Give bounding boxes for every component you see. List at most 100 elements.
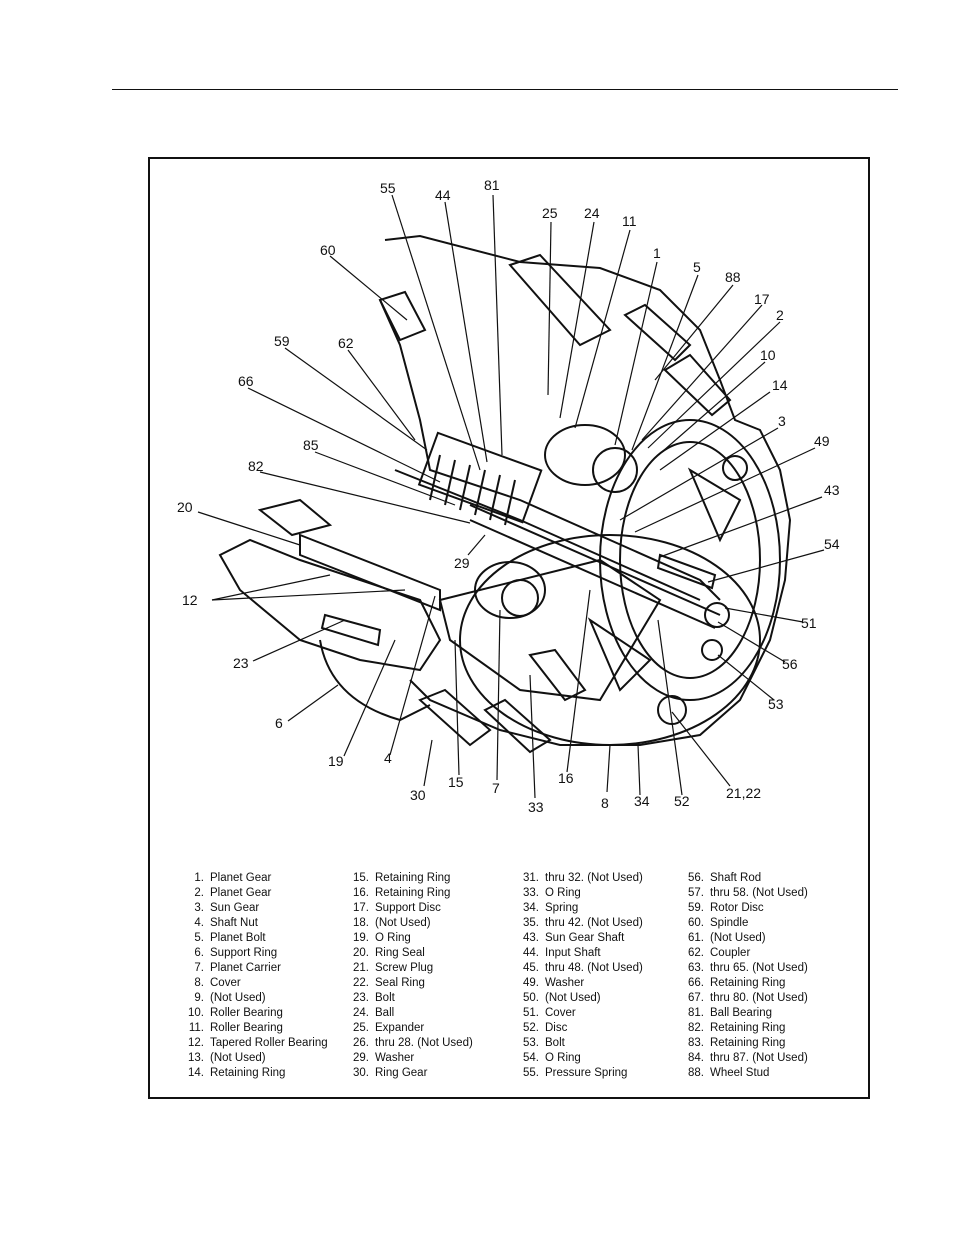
wheel-stud	[508, 253, 612, 347]
legend-entry: 9.(Not Used)	[180, 991, 328, 1006]
wheel-stud	[418, 688, 492, 747]
leader-88	[654, 284, 734, 381]
callout-33: 33	[528, 799, 544, 815]
legend-entry: 34.Spring	[515, 901, 643, 916]
legend-entry-number: 23.	[353, 992, 369, 1004]
callout-62: 62	[338, 335, 354, 351]
leader-19	[343, 639, 396, 757]
legend-entry-number: 53.	[523, 1037, 539, 1049]
legend-entry-name: Washer	[375, 1052, 415, 1064]
legend-entry-name: Wheel Stud	[710, 1067, 770, 1079]
leader-56	[717, 621, 786, 663]
legend-entry-number: 81.	[688, 1007, 704, 1019]
legend-entry: 23.Bolt	[345, 991, 473, 1006]
legend-entry-number: 83.	[688, 1037, 704, 1049]
legend-entry: 30.Ring Gear	[345, 1066, 473, 1081]
legend-entry-name: thru 32. (Not Used)	[545, 872, 643, 884]
legend-entry-number: 25.	[353, 1022, 369, 1034]
leader-49	[634, 447, 816, 533]
legend-entry-number: 2.	[194, 887, 204, 899]
legend-entry-name: Spindle	[710, 917, 749, 929]
legend-entry-name: Screw Plug	[375, 962, 434, 974]
legend-entry-number: 26.	[353, 1037, 369, 1049]
legend-entry-name: Bolt	[545, 1037, 565, 1049]
spring-coil	[459, 464, 471, 511]
legend-entry-number: 31.	[523, 872, 539, 884]
spring-coil	[429, 454, 441, 501]
legend-entry-name: O Ring	[545, 887, 581, 899]
leader-30	[423, 739, 433, 787]
leader-52	[657, 619, 683, 796]
leader-25	[547, 221, 552, 396]
leader-16	[566, 589, 591, 773]
shaft-rod-end	[704, 602, 730, 628]
figure-frame	[148, 157, 870, 1099]
legend-entry-number: 24.	[353, 1007, 369, 1019]
legend-entry-number: 44.	[523, 947, 539, 959]
legend-entry: 53. Bolt	[515, 1036, 643, 1051]
callout-81: 81	[484, 177, 500, 193]
legend-entry-number: 1.	[194, 872, 204, 884]
leader-51	[724, 607, 804, 623]
callout-55: 55	[380, 180, 396, 196]
leader-43	[659, 496, 823, 558]
wheel-stud	[663, 353, 732, 417]
callout-25: 25	[542, 205, 558, 221]
legend-entry-name: Ring Gear	[375, 1067, 428, 1079]
spindle-body	[379, 299, 721, 601]
callout-34: 34	[634, 793, 650, 809]
legend-entry-name: thru 65. (Not Used)	[710, 962, 808, 974]
legend-entry: 10.Roller Bearing	[180, 1006, 328, 1021]
leader-11	[574, 229, 631, 429]
leader-12b	[211, 589, 406, 601]
legend-entry-name: Washer	[545, 977, 585, 989]
callout-labels: 55 44 81 25 24 11 1 5 88 17 2 10 14 3 49…	[177, 177, 840, 815]
legend-entry: 11.Roller Bearing	[180, 1021, 328, 1036]
legend-entry: 4.Shaft Nut	[180, 916, 328, 931]
leader-59	[284, 347, 428, 451]
cover-bolt-head	[722, 455, 748, 481]
legend-entry-name: (Not Used)	[710, 932, 766, 944]
legend-entry-name: Retaining Ring	[710, 1037, 786, 1049]
legend-entry-number: 66.	[688, 977, 704, 989]
callout-59: 59	[274, 333, 290, 349]
legend-entry-number: 62.	[688, 947, 704, 959]
legend-entry-name: Planet Gear	[210, 887, 272, 899]
legend-entry: 15.Retaining Ring	[345, 871, 473, 886]
legend-entry-name: (Not Used)	[375, 917, 431, 929]
legend-entry: 54.O Ring	[515, 1051, 643, 1066]
callout-5: 5	[693, 259, 701, 275]
leader-5	[631, 274, 699, 451]
legend-entry-number: 33.	[523, 887, 539, 899]
legend-entry: 20.Ring Seal	[345, 946, 473, 961]
legend-entry: 1.Planet Gear	[180, 871, 328, 886]
legend-entry-number: 50.	[523, 992, 539, 1004]
leader-44	[444, 201, 488, 463]
legend-entry: 84.thru 87. (Not Used)	[680, 1051, 808, 1066]
support-ring-lip	[319, 639, 431, 722]
legend-entry: 67.thru 80. (Not Used)	[680, 991, 808, 1006]
leader-62	[347, 349, 416, 441]
callout-66: 66	[238, 373, 254, 389]
legend-entry-name: Roller Bearing	[210, 1022, 283, 1034]
spindle-housing	[384, 234, 792, 746]
callout-4: 4	[384, 750, 392, 766]
legend-entry-name: Shaft Rod	[710, 872, 762, 884]
leader-34	[637, 744, 641, 796]
legend-entry: 82.Retaining Ring	[680, 1021, 808, 1036]
legend-entry-number: 59.	[688, 902, 704, 914]
leader-33	[529, 674, 536, 799]
callout-85: 85	[303, 437, 319, 453]
legend-entry-name: Spring	[545, 902, 579, 914]
sun-gear-shaft	[469, 504, 721, 629]
legend-entry: 61.(Not Used)	[680, 931, 808, 946]
callout-3: 3	[778, 413, 786, 429]
callout-53: 53	[768, 696, 784, 712]
legend-entry: 63.thru 65. (Not Used)	[680, 961, 808, 976]
callout-49: 49	[814, 433, 830, 449]
legend-entry-number: 15.	[353, 872, 369, 884]
leader-81	[492, 194, 503, 456]
